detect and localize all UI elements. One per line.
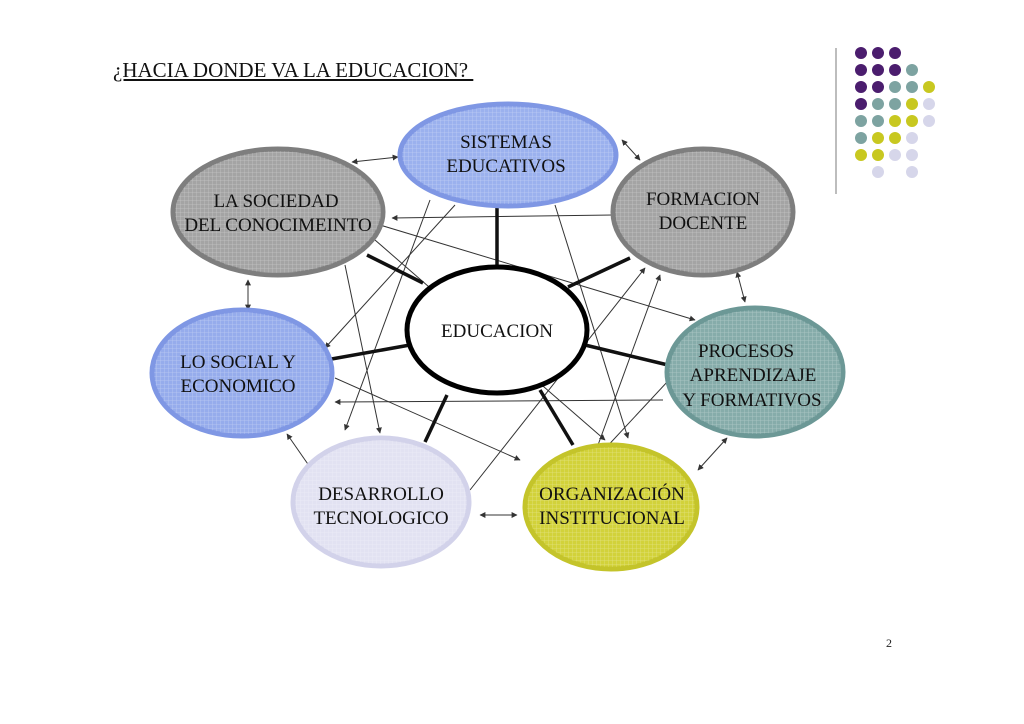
grid-texture	[615, 151, 791, 273]
decorative-dot	[855, 81, 867, 93]
node-desarrollo-label-1: TECNOLOGICO	[313, 508, 448, 529]
decorative-dot	[906, 166, 918, 178]
node-educacion: EDUCACION	[404, 264, 590, 396]
arrow-sistemas-to-organizacion	[554, 204, 630, 439]
grid-texture	[175, 151, 381, 273]
decorative-dot	[889, 47, 901, 59]
decorative-dot	[855, 47, 867, 59]
spoke-procesos	[584, 343, 669, 367]
decorative-dot	[923, 98, 935, 110]
arrow-sistemas-sociedad	[351, 154, 399, 165]
decorative-dot	[889, 149, 901, 161]
slide-title: ¿HACIA DONDE VA LA EDUCACION?	[113, 58, 474, 82]
decorative-dot	[872, 132, 884, 144]
node-social-label-1: ECONOMICO	[180, 376, 295, 397]
decorative-dot	[906, 115, 918, 127]
decorative-dot	[923, 115, 935, 127]
decorative-dot	[923, 81, 935, 93]
page-number: 2	[886, 636, 892, 650]
decorative-dot	[872, 115, 884, 127]
decorative-dot	[855, 98, 867, 110]
decorative-dot	[872, 64, 884, 76]
arrow-social-to-organizacion	[334, 377, 521, 461]
arrow-formacion-procesos	[735, 271, 747, 303]
arrow-formacion-to-sociedad	[391, 214, 614, 221]
grid-texture	[154, 312, 330, 434]
node-desarrollo: DESARROLLO TECNOLOGICO	[290, 435, 472, 569]
grid-texture	[295, 440, 467, 564]
grid-texture	[402, 106, 614, 204]
node-formacion: FORMACION DOCENTE	[610, 146, 796, 278]
decorative-dot	[906, 149, 918, 161]
node-organizacion: ORGANIZACIÓN INSTITUCIONAL	[522, 442, 700, 572]
arrow-sociedad-to-desarrollo	[344, 264, 382, 434]
node-organizacion-label-0: ORGANIZACIÓN	[539, 483, 685, 505]
arrow-procesos-organizacion	[697, 437, 728, 471]
center-ellipse-shape	[404, 264, 590, 396]
node-social: LO SOCIAL Y ECONOMICO	[149, 307, 335, 439]
node-sistemas: SISTEMAS EDUCATIVOS	[397, 101, 619, 209]
decorative-dot	[906, 98, 918, 110]
arrow-sistemas-to-desarrollo	[344, 199, 431, 431]
decorative-dot	[889, 98, 901, 110]
decorative-dot	[906, 132, 918, 144]
node-social-label-0: LO SOCIAL Y	[180, 352, 296, 373]
decorative-dot	[872, 98, 884, 110]
node-sociedad-label-0: LA SOCIEDAD	[213, 191, 338, 212]
node-sistemas-label-0: SISTEMAS	[460, 132, 552, 153]
arrow-sistemas-formacion	[621, 139, 641, 161]
arrow-procesos-to-social	[334, 398, 664, 405]
node-educacion-label-0: EDUCACION	[441, 321, 553, 342]
grid-texture	[669, 310, 841, 434]
spoke-organizacion	[538, 389, 575, 446]
decorative-dot	[855, 115, 867, 127]
spoke-social	[325, 343, 411, 362]
spoke-lines	[325, 205, 669, 446]
node-formacion-label-1: DOCENTE	[659, 213, 748, 234]
node-formacion-label-0: FORMACION	[646, 189, 760, 210]
decorative-dot	[855, 64, 867, 76]
arrow-organizacion-to-formacion	[597, 274, 661, 446]
node-desarrollo-label-0: DESARROLLO	[318, 484, 444, 505]
spoke-desarrollo	[423, 394, 449, 443]
spoke-formacion	[567, 256, 631, 289]
divider-line	[835, 48, 837, 194]
arrow-sistemas-to-social	[324, 204, 456, 349]
decorative-dot	[855, 132, 867, 144]
node-sistemas-label-1: EDUCATIVOS	[446, 156, 565, 177]
decorative-dot	[872, 166, 884, 178]
grid-texture	[527, 447, 695, 567]
node-sociedad-label-1: DEL CONOCIMEINTO	[184, 215, 371, 236]
decorative-dot	[872, 149, 884, 161]
decorative-dot	[889, 81, 901, 93]
node-sociedad: LA SOCIEDAD DEL CONOCIMEINTO	[170, 146, 386, 278]
decorative-dot	[906, 81, 918, 93]
node-procesos-label-0: PROCESOS	[698, 341, 794, 362]
decorative-dot	[889, 64, 901, 76]
decorative-dot	[872, 81, 884, 93]
decorative-dot	[889, 132, 901, 144]
decorative-dot	[872, 47, 884, 59]
decorative-dot	[906, 64, 918, 76]
spoke-sociedad	[366, 253, 424, 285]
node-ellipses: EDUCACION SISTEMAS EDUCATIVOS FORMACION …	[149, 101, 846, 572]
node-procesos-label-1: APRENDIZAJE	[690, 365, 817, 386]
decorative-dot	[889, 115, 901, 127]
node-organizacion-label-1: INSTITUCIONAL	[539, 508, 685, 529]
decorative-dot	[855, 149, 867, 161]
node-procesos: PROCESOS APRENDIZAJE Y FORMATIVOS	[664, 305, 846, 439]
node-procesos-label-2: Y FORMATIVOS	[682, 390, 821, 411]
